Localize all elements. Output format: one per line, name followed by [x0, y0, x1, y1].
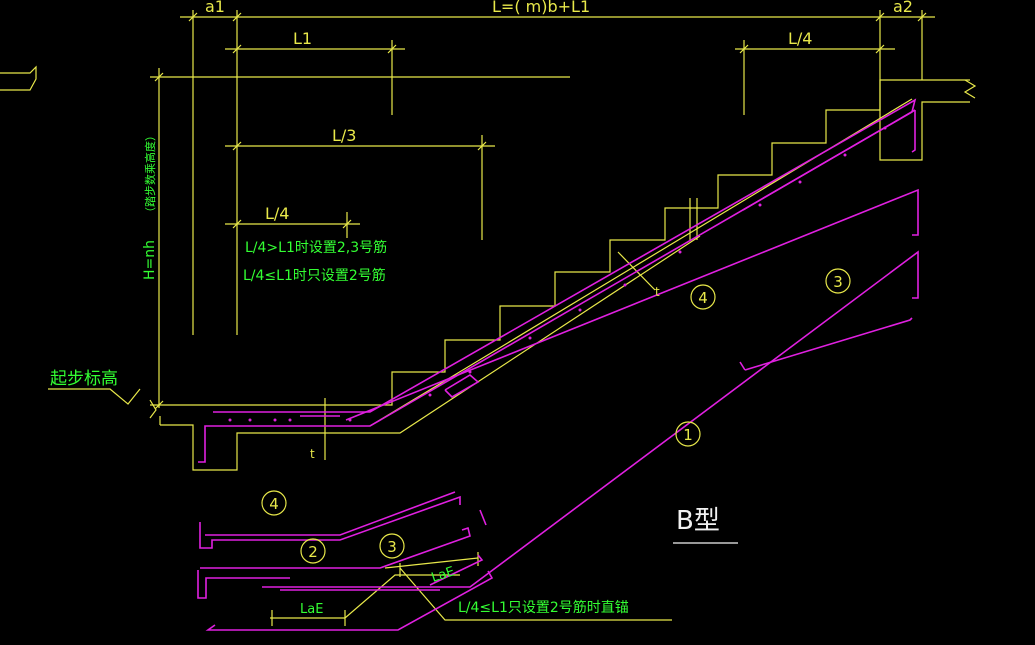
bottom-note: L/4≤L1只设置2号筋时直锚 [458, 599, 629, 616]
bar-1-label: 1 [683, 426, 693, 444]
dim-a2: a2 [893, 0, 913, 16]
rebar-dots [228, 126, 887, 422]
bar-2-label: 2 [308, 543, 318, 561]
bar-marker-labels: 4 3 1 4 2 3 [269, 273, 843, 561]
dim-L4-top-right: L/4 [788, 29, 812, 48]
dim-top-total: L=( m)b+L1 [492, 0, 590, 16]
rebar [197, 98, 919, 631]
dimension-ticks [154, 12, 927, 410]
bar-4-label: 4 [698, 289, 708, 307]
bar-3-detail-label: 3 [387, 538, 397, 556]
type-label: B型 [676, 506, 720, 536]
dim-L3: L/3 [332, 126, 356, 145]
dim-t-left: t [310, 447, 315, 461]
bar-markers [261, 268, 851, 564]
dimension-labels: L=( m)b+L1 a1 a2 L1 L/4 L/3 L/4 t t [205, 0, 913, 461]
height-note: （踏步数乘高度） [143, 130, 157, 218]
dim-t-slab: t [655, 285, 660, 299]
dim-L4-left: L/4 [265, 204, 289, 223]
bar-3-label: 3 [833, 273, 843, 291]
bar-4-detail-label: 4 [269, 495, 279, 513]
dim-a1: a1 [205, 0, 225, 16]
rule-line2: L/4≤L1时只设置2号筋 [243, 267, 386, 284]
laE-1: LaE [300, 602, 323, 617]
dim-L1: L1 [293, 29, 312, 48]
rule-notes: L/4>L1时设置2,3号筋 L/4≤L1时只设置2号筋 起步标高 H=nh （… [50, 130, 629, 617]
start-elevation: 起步标高 [50, 369, 118, 389]
laE-2: LaE [430, 564, 457, 586]
rule-line1: L/4>L1时设置2,3号筋 [245, 239, 387, 256]
height-main: H=nh [142, 240, 158, 280]
